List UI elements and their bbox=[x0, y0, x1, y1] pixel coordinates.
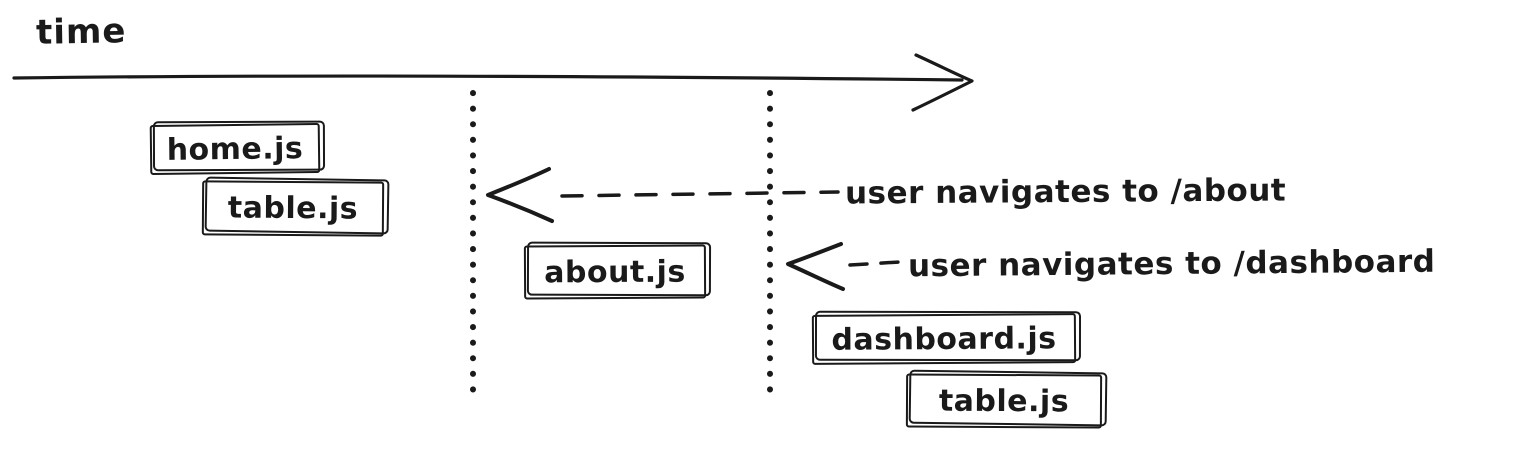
file-box-home: home.js bbox=[149, 122, 321, 176]
nav-dashboard-arrow-icon bbox=[786, 242, 901, 291]
annotation-nav-about: user navigates to /about bbox=[844, 172, 1287, 212]
time-axis-arrow-icon bbox=[12, 53, 974, 112]
nav-about-arrow-icon bbox=[486, 167, 840, 223]
annotation-nav-dashboard: user navigates to /dashboard bbox=[907, 243, 1436, 285]
file-box-table-first: table.js bbox=[201, 180, 385, 237]
file-box-label: table.js bbox=[227, 190, 359, 227]
file-box-about: about.js bbox=[523, 244, 707, 300]
file-box-label: about.js bbox=[544, 254, 686, 290]
file-box-label: dashboard.js bbox=[831, 320, 1057, 358]
time-axis-label: time bbox=[35, 11, 127, 53]
file-box-dashboard: dashboard.js bbox=[811, 313, 1077, 365]
file-box-label: table.js bbox=[938, 383, 1070, 419]
file-box-label: home.js bbox=[166, 130, 304, 168]
file-box-table-second: table.js bbox=[905, 373, 1103, 429]
